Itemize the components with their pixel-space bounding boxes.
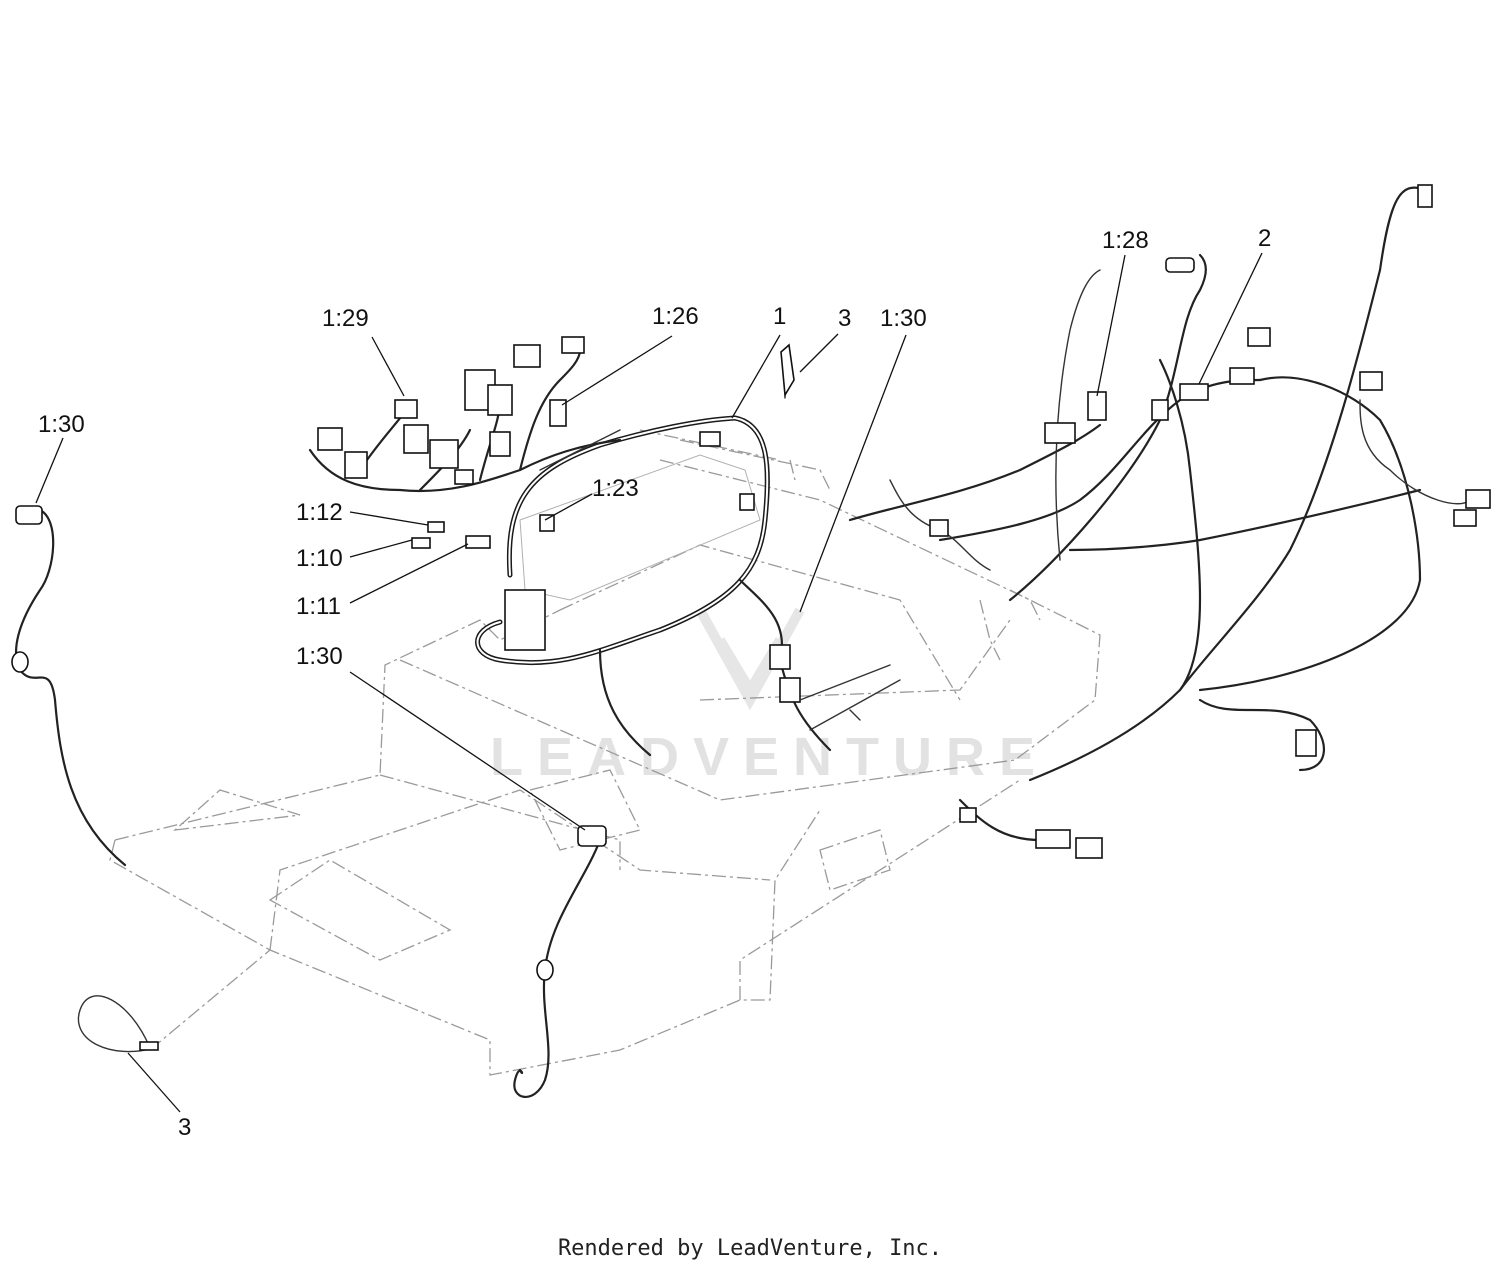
mid-cable-clamp [536,959,554,981]
callout-labels: 1:30 1:29 1:26 1 3 1:30 1:28 2 1:23 1:12… [38,225,1271,1141]
callout-1-30-top: 1:30 [880,305,927,332]
switch-block-d [487,384,513,416]
harness-connector [699,431,721,447]
right-harness [848,184,1491,859]
callout-1-30-left: 1:30 [38,411,85,438]
watermark: LEADVENTURE [490,607,1049,787]
fuse-holder [539,514,555,532]
callout-1-26: 1:26 [652,303,699,330]
callout-3-bottom: 3 [178,1114,191,1141]
harness-plug-a [769,644,791,670]
callout-1-30-mid: 1:30 [296,643,343,670]
terminal-1-10 [411,537,431,549]
connector-2 [1179,383,1209,401]
connector-far-top [1417,184,1433,208]
cable-tie-head [139,1041,159,1051]
connector-c [489,431,511,457]
connector-top-right-a [1165,257,1195,273]
switch-block-a [403,424,429,454]
connector-cluster [308,336,622,493]
terminal-1-12 [427,521,445,533]
connector-1-29 [394,399,418,419]
connector-clip [929,519,949,537]
connector-d [454,469,474,485]
callout-1-29: 1:29 [322,305,369,332]
connector-right-b [1465,489,1491,509]
mid-sensor-cable [513,825,607,1098]
harness-plug-b [779,677,801,703]
left-sensor-cable [11,505,127,867]
terminal-1-11 [465,535,491,549]
bracket-1-28 [1087,391,1107,421]
chassis-frame [109,429,1101,1076]
callout-1-28: 1:28 [1102,227,1149,254]
mid-sensor-connector [577,825,607,847]
connector-bottom-a [1035,829,1071,849]
callout-1-11: 1:11 [296,593,341,620]
switch-block-b [429,439,459,469]
harness-grommet [739,493,755,511]
terminal-group [411,521,491,549]
connector-right-d [1295,729,1317,757]
connector-top-right [561,336,585,354]
connector-1-28 [1044,422,1076,444]
footer-credit: Rendered by LeadVenture, Inc. [557,1236,943,1261]
connector-bottom-b [1075,837,1103,859]
connector-right-c [1453,509,1477,527]
callout-1: 1 [773,303,786,330]
connector-2-b [1229,367,1255,385]
watermark-text: LEADVENTURE [490,727,1049,787]
connector-a [317,427,343,451]
left-cable-clamp [11,651,29,673]
connector-right-a [1359,371,1383,391]
cable-tie-bottom [77,995,159,1053]
relay-block [504,589,546,651]
leader-lines [35,252,1263,1113]
connector-bottom-c [959,807,977,823]
connector-2-d [1151,399,1169,421]
main-harness [475,415,901,757]
connector-top [513,344,541,368]
cable-tie-top-head [780,343,795,398]
left-sensor-connector [15,505,43,525]
connector-b [344,451,368,479]
callout-1-10: 1:10 [296,545,343,572]
callout-1-12: 1:12 [296,499,343,526]
callout-2: 2 [1258,225,1271,252]
cable-tie-top [780,343,795,399]
callout-1-23: 1:23 [592,475,639,502]
connector-1-26 [549,399,567,427]
connector-2-c [1247,327,1271,347]
callout-3-top: 3 [838,305,851,332]
